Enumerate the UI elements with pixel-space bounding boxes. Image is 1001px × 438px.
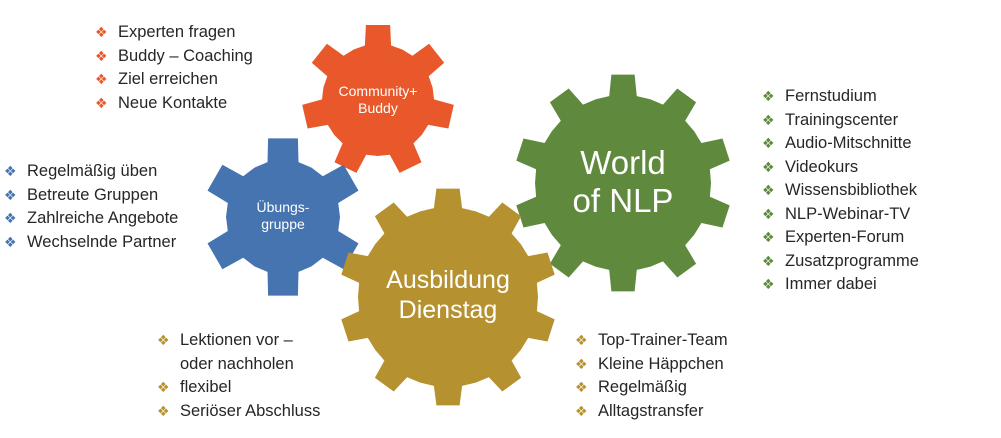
gear-label-line: of NLP	[572, 182, 674, 219]
list-item: ❖ Neue Kontakte	[95, 92, 253, 116]
list-item: ❖ Kleine Häppchen	[575, 353, 728, 377]
list-item: ❖ Zahlreiche Angebote	[4, 207, 178, 231]
list-item-text: Zahlreiche Angebote	[27, 209, 179, 227]
gear-label-ausbildung: Ausbildung Dienstag	[386, 265, 510, 325]
list-item-text: flexibel	[180, 378, 232, 396]
list-item: ❖ Trainingscenter	[762, 109, 919, 133]
gear-uebungsgruppe	[207, 138, 359, 296]
list-item-text: Lektionen vor –	[180, 331, 293, 349]
list-item: ❖ Regelmäßig	[575, 376, 728, 400]
gear-label-line: Ausbildung	[386, 266, 510, 294]
list-item-text: Zusatzprogramme	[785, 251, 919, 270]
list-item-text: Wechselnde Partner	[27, 232, 177, 251]
bullet-icon: ❖	[575, 402, 588, 419]
list-item-text: Trainingscenter	[785, 110, 899, 129]
bullet-icon: ❖	[575, 355, 588, 372]
bullet-icon: ❖	[4, 163, 17, 179]
gear-ausbildung-dienstag	[341, 188, 555, 406]
bullet-icon: ❖	[762, 88, 775, 104]
list-item-text: oder nachholen	[180, 354, 294, 373]
list-item: ❖ Lektionen vor –	[157, 329, 320, 353]
bullet-icon: ❖	[157, 379, 170, 395]
list-item: ❖ Immer dabei	[762, 273, 919, 297]
list-item: ❖ Zusatzprogramme	[762, 250, 919, 274]
list-item-text: Experten-Forum	[785, 228, 905, 246]
gear-label-line: gruppe	[261, 216, 305, 232]
list-item-text: Top-Trainer-Team	[598, 331, 728, 349]
list-item: ❖ Videokurs	[762, 156, 919, 180]
list-item-text: Wissensbibliothek	[785, 181, 918, 199]
bullet-icon: ❖	[95, 47, 108, 64]
gear-world-of-nlp	[516, 74, 730, 292]
gear-label-line: Community+	[338, 83, 418, 100]
bullet-icon: ❖	[157, 402, 170, 419]
list-item: oder nachholen	[157, 353, 320, 377]
list-item: ❖ NLP-Webinar-TV	[762, 203, 919, 227]
list-item: ❖ Top-Trainer-Team	[575, 329, 728, 353]
list-item-text: Betreute Gruppen	[27, 185, 159, 204]
list-uebungsgruppe: ❖ Regelmäßig üben ❖ Betreute Gruppen ❖ Zahlre…	[4, 160, 178, 254]
bullet-icon: ❖	[575, 332, 588, 348]
list-item: ❖ Experten fragen	[95, 21, 253, 45]
list-item-text: Regelmäßig	[598, 378, 687, 396]
list-item: ❖ Experten-Forum	[762, 226, 919, 250]
list-item-text: Videokurs	[785, 157, 859, 176]
list-item: ❖ Seriöser Abschluss	[157, 400, 320, 424]
list-item-text: Buddy – Coaching	[118, 46, 253, 65]
bullet-icon: ❖	[762, 229, 775, 245]
bullet-icon: ❖	[4, 186, 17, 203]
list-item-text: Alltagstransfer	[598, 401, 704, 420]
list-item-text: Fernstudium	[785, 87, 877, 105]
bullet-icon: ❖	[4, 210, 17, 226]
bullet-icon: ❖	[157, 332, 170, 348]
list-item-text: Ziel erreichen	[118, 70, 218, 88]
list-item-text: Kleine Häppchen	[598, 354, 724, 373]
bullet-icon: ❖	[95, 71, 108, 87]
list-ausbildung-right: ❖ Top-Trainer-Team ❖ Kleine Häppchen ❖ Regelm…	[575, 329, 728, 423]
list-item-text: Immer dabei	[785, 275, 877, 293]
gear-label-line: Übungs-	[256, 199, 310, 216]
bullet-icon: ❖	[95, 24, 108, 40]
list-item-text: Regelmäßig üben	[27, 162, 158, 180]
gear-label-line: Buddy	[358, 100, 398, 116]
list-item: ❖ Ziel erreichen	[95, 68, 253, 92]
bullet-icon: ❖	[762, 111, 775, 128]
list-item: ❖ Fernstudium	[762, 85, 919, 109]
list-item: ❖ Alltagstransfer	[575, 400, 728, 424]
bullet-icon: ❖	[4, 233, 17, 250]
bullet-icon: ❖	[95, 94, 108, 111]
list-item: ❖ Audio-Mitschnitte	[762, 132, 919, 156]
gear-label-community: Community+ Buddy	[339, 83, 418, 117]
list-community-buddy: ❖ Experten fragen ❖ Buddy – Coaching ❖ Ziel e…	[95, 21, 253, 115]
bullet-icon: ❖	[762, 158, 775, 175]
bullet-icon: ❖	[762, 135, 775, 151]
list-item: ❖ Wechselnde Partner	[4, 231, 178, 255]
list-item: ❖ flexibel	[157, 376, 320, 400]
bullet-icon: ❖	[575, 379, 588, 395]
bullet-icon: ❖	[762, 205, 775, 222]
list-item-text: Experten fragen	[118, 23, 236, 41]
list-item-text: Audio-Mitschnitte	[785, 134, 912, 152]
gear-label-uebungsgruppe: Übungs- gruppe	[257, 199, 310, 233]
gear-community-buddy	[302, 25, 454, 173]
gear-label-line: World	[580, 144, 666, 182]
list-item-text: Neue Kontakte	[118, 93, 228, 112]
list-world-of-nlp: ❖ Fernstudium ❖ Trainingscenter ❖ Audio-Mitsc…	[762, 85, 919, 297]
gear-label-line: Dienstag	[398, 296, 498, 324]
gear-label-world: World of NLP	[573, 144, 674, 220]
list-item: ❖ Buddy – Coaching	[95, 45, 253, 69]
list-item: ❖ Regelmäßig üben	[4, 160, 178, 184]
list-ausbildung-left: ❖Lektionen vor –oder nachholen❖flexibel❖…	[157, 329, 320, 423]
list-item-text: Seriöser Abschluss	[180, 401, 321, 420]
bullet-icon: ❖	[762, 276, 775, 292]
list-item-text: NLP-Webinar-TV	[785, 204, 911, 223]
list-item: ❖ Betreute Gruppen	[4, 184, 178, 208]
list-item: ❖ Wissensbibliothek	[762, 179, 919, 203]
bullet-icon: ❖	[762, 182, 775, 198]
bullet-icon: ❖	[762, 252, 775, 269]
